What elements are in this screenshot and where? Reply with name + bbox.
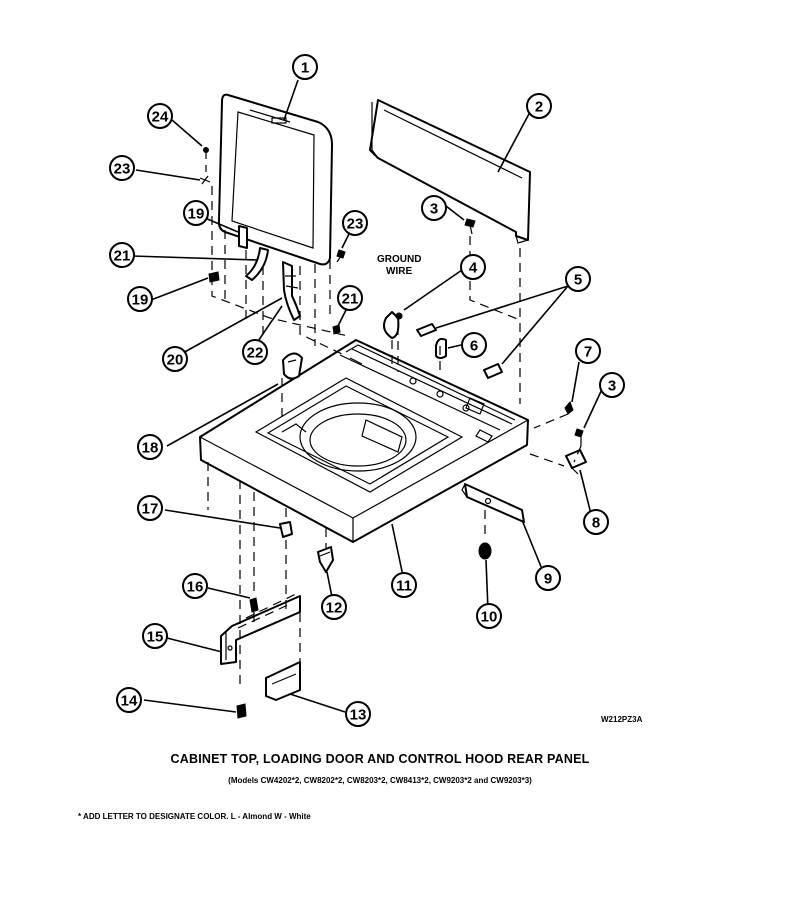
- callout-label: 18: [142, 440, 159, 457]
- callout-16: 16: [182, 573, 208, 599]
- callout-6: 6: [461, 332, 487, 358]
- callout-label: 14: [121, 693, 138, 710]
- top-support-bracket: [461, 483, 525, 523]
- callout-label: 3: [608, 378, 616, 395]
- callout-label: 4: [469, 260, 478, 277]
- callout-14: 14: [116, 687, 142, 713]
- callout-18: 18: [137, 434, 163, 460]
- callout-label: 1: [301, 60, 309, 77]
- callout-label: 8: [592, 515, 600, 532]
- callout-19: 19: [127, 286, 153, 312]
- callout-label: 19: [188, 206, 205, 223]
- callout-label: 20: [167, 352, 184, 369]
- callout-10: 10: [476, 603, 502, 629]
- callout-label: 11: [396, 578, 412, 595]
- callout-9: 9: [535, 565, 561, 591]
- callout-13: 13: [345, 701, 371, 727]
- callout-label: 23: [347, 216, 364, 233]
- clip: [279, 521, 293, 538]
- callout-label: 16: [187, 579, 204, 596]
- hinge-parts: [238, 225, 301, 321]
- ground-wire-label-line1: GROUND: [377, 254, 421, 265]
- callout-4: 4: [460, 254, 486, 280]
- callout-24: 24: [147, 103, 173, 129]
- callout-label: 21: [342, 291, 359, 308]
- callout-20: 20: [162, 346, 188, 372]
- caption-title: CABINET TOP, LOADING DOOR AND CONTROL HO…: [170, 752, 590, 766]
- callout-label: 7: [584, 344, 592, 361]
- ground-wire-parts: [383, 311, 503, 379]
- callout-label: 9: [544, 571, 552, 588]
- callout-label: 15: [147, 629, 164, 646]
- callout-5: 5: [565, 266, 591, 292]
- callout-label: 12: [326, 600, 343, 617]
- bumper: [478, 542, 492, 560]
- callout-label: 10: [481, 609, 498, 626]
- callout-label: 13: [350, 707, 367, 724]
- caption-models: (Models CW4202*2, CW8202*2, CW8203*2, CW…: [228, 776, 532, 785]
- callout-3: 3: [421, 195, 447, 221]
- ground-wire-label-line2: WIRE: [386, 266, 412, 277]
- loading-door: [217, 93, 333, 266]
- callout-15: 15: [142, 623, 168, 649]
- callout-21: 21: [109, 242, 135, 268]
- callout-label: 22: [247, 345, 264, 362]
- callout-label: 23: [114, 161, 131, 178]
- leader-lines: [131, 79, 604, 713]
- callout-label: 17: [142, 501, 159, 518]
- right-bracket: [565, 449, 587, 475]
- callout-label: 3: [430, 201, 438, 218]
- callout-17: 17: [137, 495, 163, 521]
- callout-label: 2: [535, 99, 543, 116]
- assembly-lines: [205, 150, 582, 690]
- callout-1: 1: [292, 54, 318, 80]
- callout-22: 22: [242, 339, 268, 365]
- callout-label: 24: [152, 109, 169, 126]
- color-footnote: * ADD LETTER TO DESIGNATE COLOR. L - Alm…: [78, 812, 311, 821]
- callout-12: 12: [321, 594, 347, 620]
- callout-label: 21: [114, 248, 131, 265]
- callout-label: 5: [574, 272, 582, 289]
- callout-23: 23: [342, 210, 368, 236]
- cabinet-top: [199, 339, 529, 543]
- callout-8: 8: [583, 509, 609, 535]
- callout-21: 21: [337, 285, 363, 311]
- callout-11: 11: [391, 572, 417, 598]
- callout-3: 3: [599, 372, 625, 398]
- callout-label: 19: [132, 292, 149, 309]
- latch-strike: [317, 546, 334, 573]
- callout-23: 23: [109, 155, 135, 181]
- control-hood-rear-panel: [369, 99, 531, 244]
- drawing-code: W212PZ3A: [601, 715, 643, 724]
- callout-7: 7: [575, 338, 601, 364]
- hinge-block: [282, 352, 303, 380]
- small-hardware: [199, 147, 584, 446]
- callout-19: 19: [183, 200, 209, 226]
- callout-label: 6: [470, 338, 478, 355]
- front-lower-brackets: [220, 595, 301, 719]
- callout-2: 2: [526, 93, 552, 119]
